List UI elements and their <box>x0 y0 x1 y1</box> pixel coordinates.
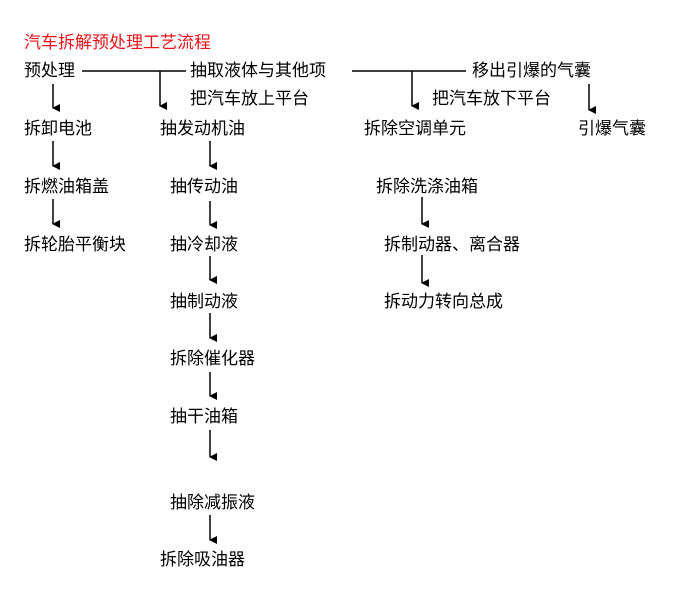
step-remove-battery: 拆卸电池 <box>24 119 92 139</box>
step-lower-car: 把汽车放下平台 <box>432 89 551 109</box>
step-remove-fuel-cap: 拆燃油箱盖 <box>24 177 109 197</box>
step-detonate-airbag: 引爆气囊 <box>578 119 646 139</box>
step-remove-wheel-weights: 拆轮胎平衡块 <box>24 235 126 255</box>
step-remove-catalyst: 拆除催化器 <box>170 349 255 369</box>
step-remove-power-steering: 拆动力转向总成 <box>384 292 503 312</box>
step-remove-oil-absorber: 拆除吸油器 <box>160 550 245 570</box>
step-remove-brake-clutch: 拆制动器、离合器 <box>384 235 520 255</box>
step-remove-ac-unit: 拆除空调单元 <box>364 119 466 139</box>
step-drain-fuel-tank: 抽干油箱 <box>170 407 238 427</box>
diagram-title: 汽车拆解预处理工艺流程 <box>24 33 211 53</box>
step-drain-engine-oil: 抽发动机油 <box>160 119 245 139</box>
step-drain-transmission-oil: 抽传动油 <box>170 177 238 197</box>
step-drain-coolant: 抽冷却液 <box>170 235 238 255</box>
step-raise-car: 把汽车放上平台 <box>190 89 309 109</box>
step-remove-washer-tank: 拆除洗涤油箱 <box>376 177 478 197</box>
step-drain-brake-fluid: 抽制动液 <box>170 292 238 312</box>
step-drain-damper-fluid: 抽除减振液 <box>170 493 255 513</box>
step-extract-fluids: 抽取液体与其他项 <box>190 61 326 81</box>
step-pre-processing: 预处理 <box>24 61 75 81</box>
step-remove-airbag: 移出引爆的气囊 <box>472 61 591 81</box>
